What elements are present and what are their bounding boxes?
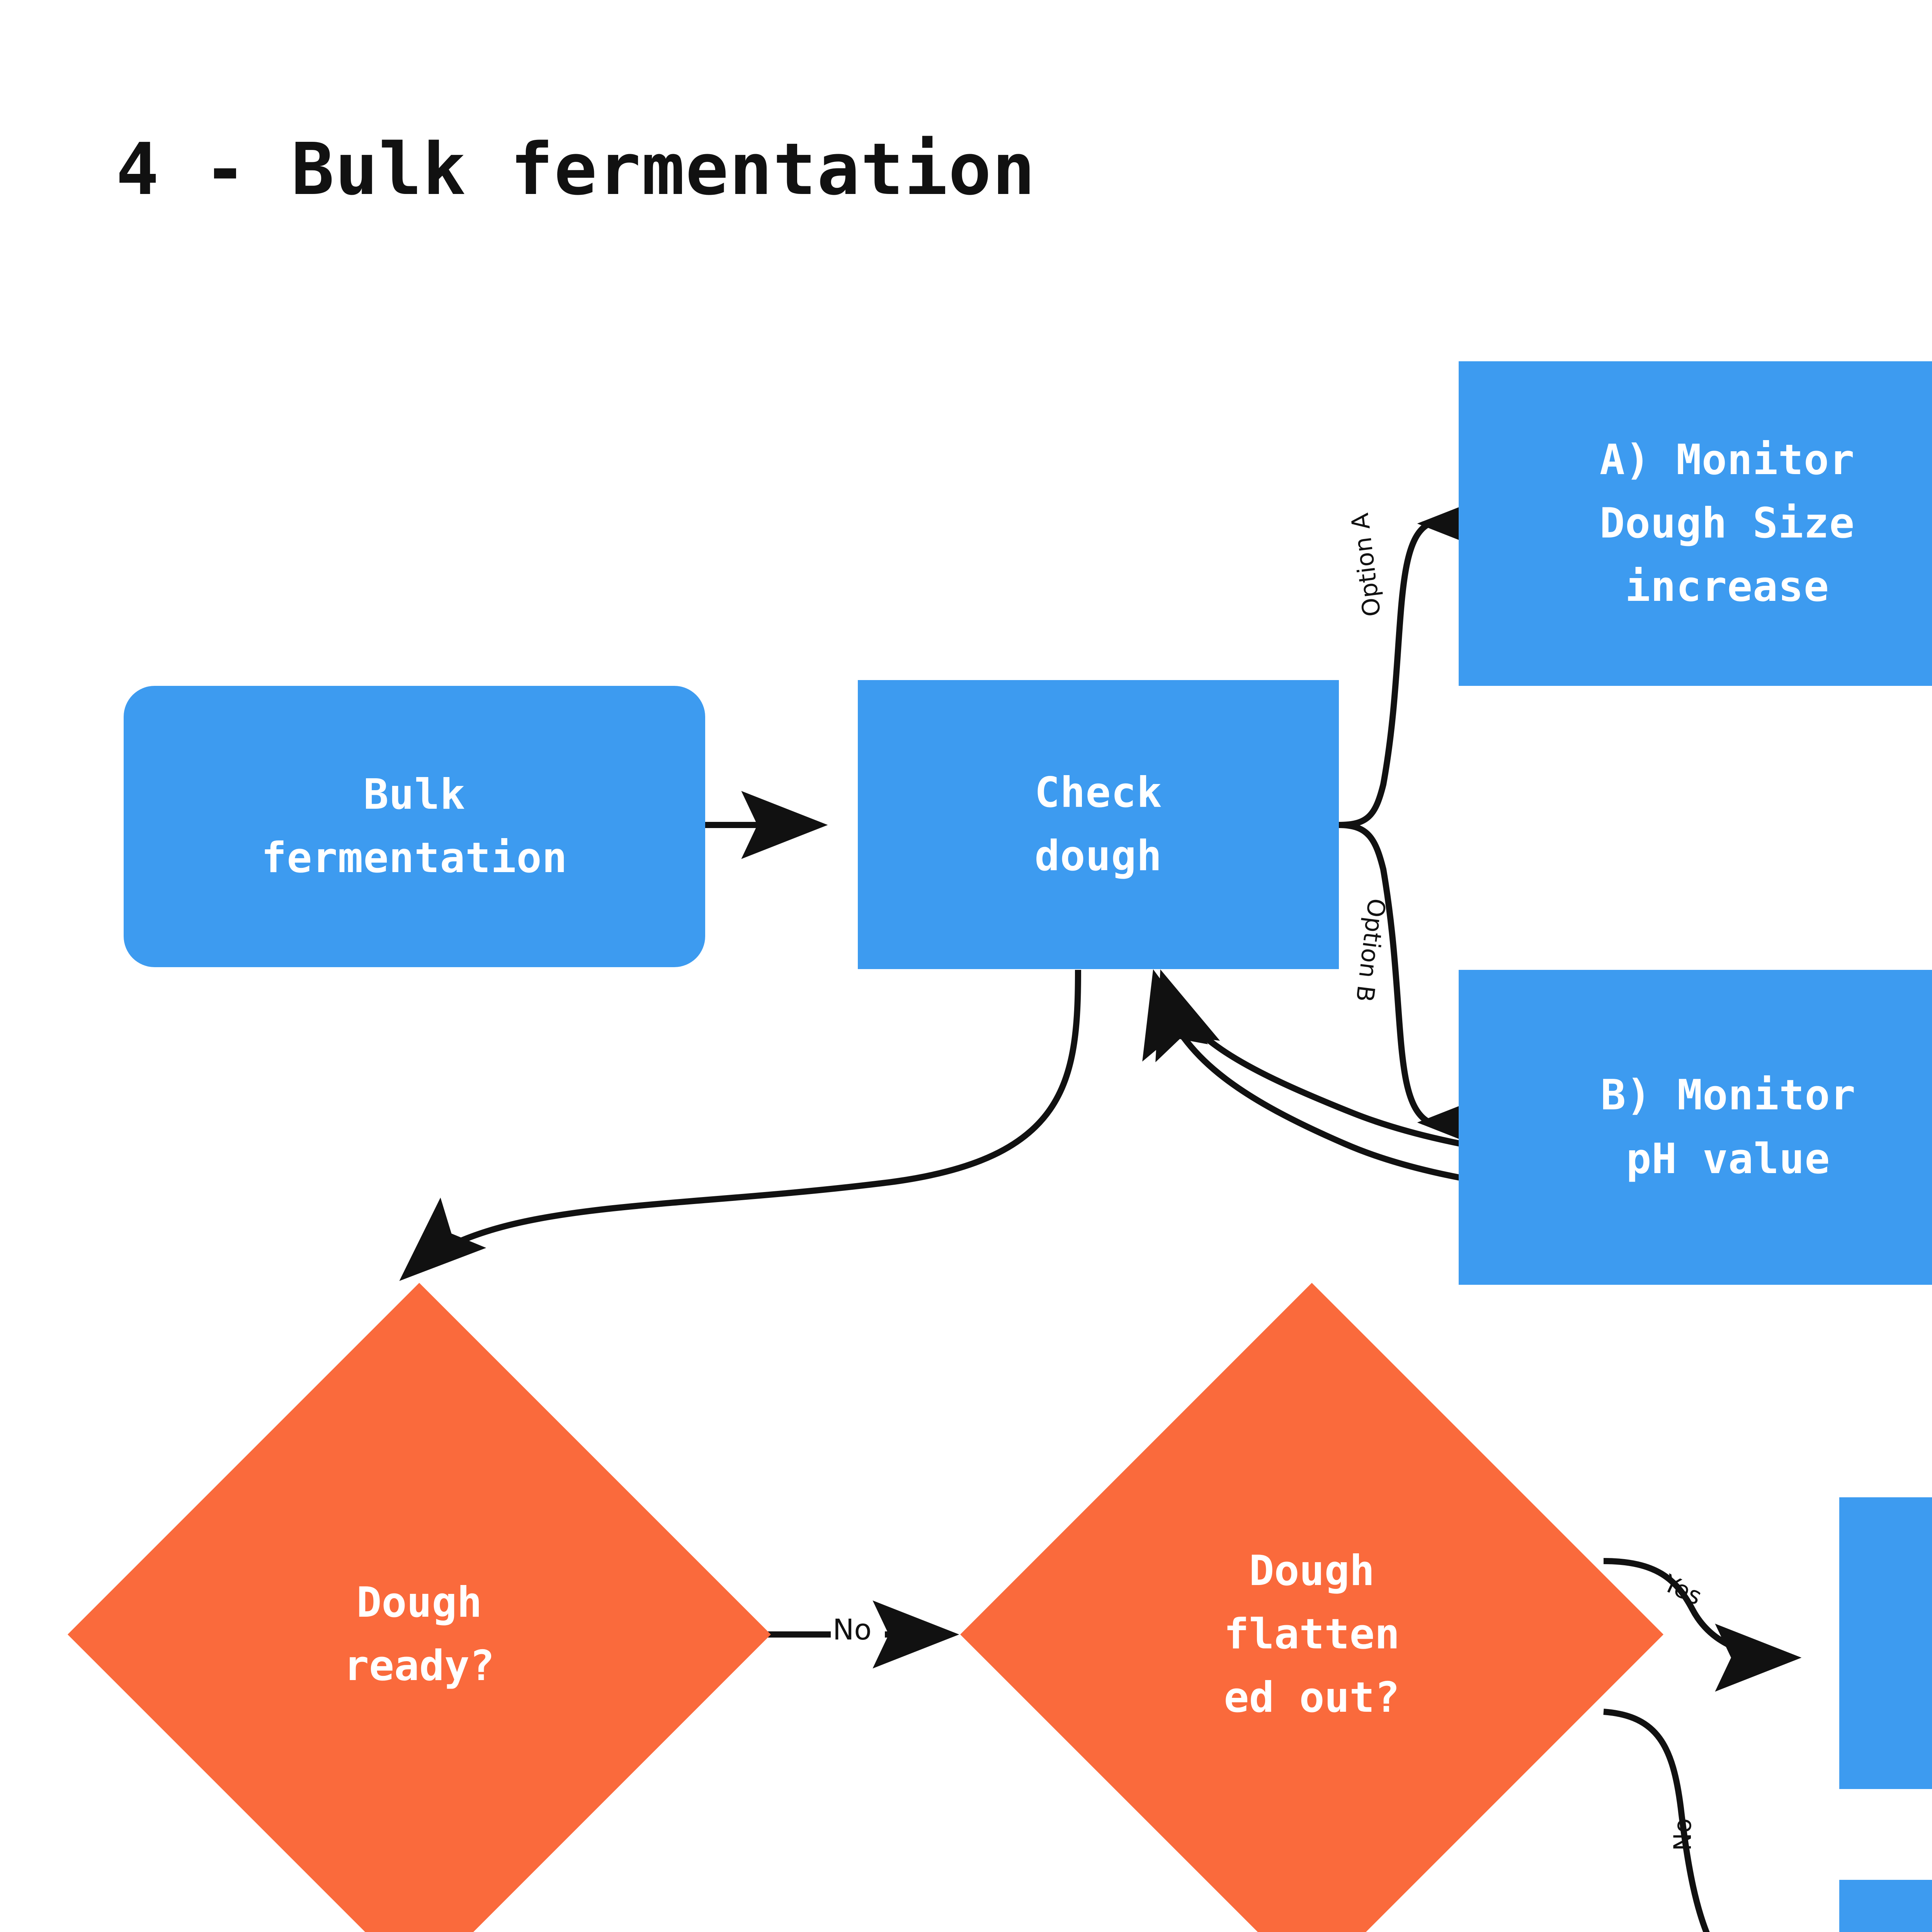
node-stretch-and-fold[interactable]: Stretch and fold — [1839, 1497, 1932, 1789]
edge-flattened-to-wait — [1603, 1709, 1710, 1932]
node-monitor-dough-size-label: A) Monitor Dough Size increase — [1599, 435, 1855, 611]
page-title: 4 - Bulk fermentation — [116, 128, 1036, 211]
edge-wait-to-check — [1142, 969, 1932, 1220]
node-monitor-dough-size[interactable]: A) Monitor Dough Size increase — [1459, 361, 1932, 686]
node-dough-flattened-out-label: Dough flatten ed out? — [1224, 1546, 1400, 1722]
edge-label-flattened-no: No — [1668, 1818, 1697, 1851]
node-stretch-and-fold-label: Stretch and fold — [1839, 1580, 1932, 1706]
edge-stretch-to-check — [1155, 969, 1932, 1183]
edge-check-to-dough-ready — [399, 969, 1081, 1281]
node-monitor-ph-value[interactable]: B) Monitor pH value — [1459, 970, 1932, 1285]
node-monitor-ph-value-label: B) Monitor pH value — [1600, 1071, 1856, 1183]
node-wait-60-minutes[interactable]: Wait 60 minutes — [1839, 1880, 1932, 1932]
node-check-dough-label: Check dough — [1034, 768, 1162, 880]
edge-flattened-to-stretch — [1603, 1558, 1802, 1692]
node-bulk-fermentation-label: Bulk fermentation — [261, 770, 568, 882]
node-bulk-fermentation[interactable]: Bulk fermentation — [124, 686, 705, 967]
edge-label-dough-ready-no: No — [833, 1613, 872, 1646]
node-dough-ready-label: Dough ready? — [344, 1578, 495, 1690]
node-dough-flattened-out[interactable]: Dough flatten ed out? — [960, 1283, 1663, 1932]
node-check-dough[interactable]: Check dough — [858, 680, 1339, 969]
edge-check-to-monitor-size — [1338, 490, 1504, 828]
edge-check-to-monitor-ph — [1338, 822, 1504, 1156]
node-dough-ready[interactable]: Dough ready? — [68, 1283, 771, 1932]
